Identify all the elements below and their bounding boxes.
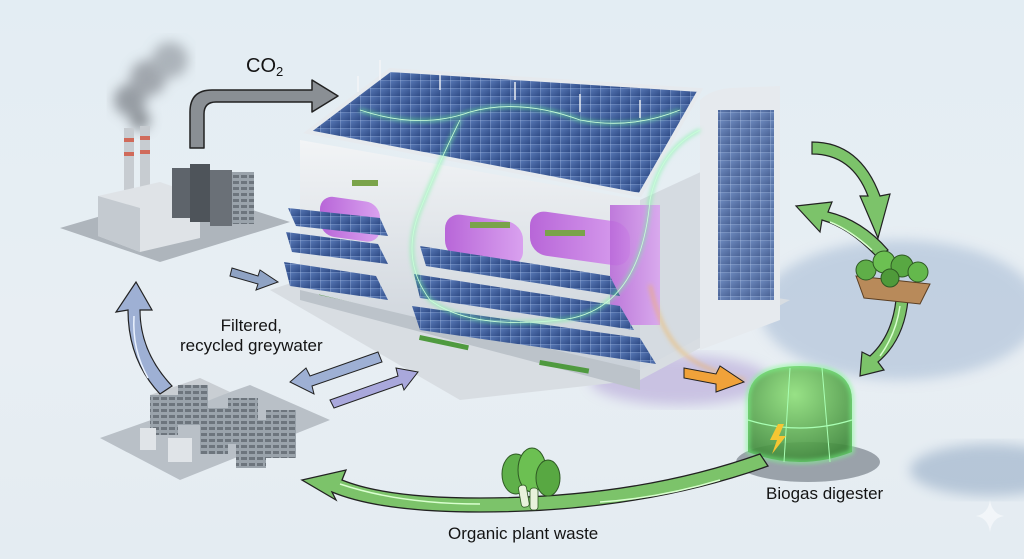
co2-flow-arrow [189, 79, 339, 149]
energy-to-digester-arrow [683, 365, 746, 393]
lightning-bolt-icon [770, 424, 786, 454]
greywater-outflow-arrow [289, 351, 383, 395]
bok-choy-illustration [501, 447, 561, 511]
factory-illustration [60, 42, 290, 262]
organic-waste-label: Organic plant waste [448, 524, 599, 543]
water-treatment-units [100, 378, 330, 480]
vertical-farm-building [270, 60, 790, 400]
biogas-digester-illustration [736, 364, 1024, 496]
greywater-label: Filtered, recycled greywater [180, 316, 323, 356]
sparkle-icon [976, 500, 1004, 532]
produce-basket [855, 250, 931, 305]
greywater-label-line1: Filtered, [220, 316, 283, 335]
produce-to-digester-arrow [859, 299, 909, 377]
co2-label: CO2 [246, 55, 284, 79]
organic-waste-arrow [300, 453, 770, 513]
greywater-label-line2: recycled greywater [180, 336, 323, 355]
biogas-digester-label: Biogas digester [766, 484, 884, 503]
shadow [760, 240, 1024, 380]
greywater-inflow-arrow [329, 367, 419, 409]
building-to-produce-arrow [811, 141, 891, 240]
water-to-factory-arrow [114, 280, 173, 395]
factory-to-building-arrow [229, 267, 280, 291]
